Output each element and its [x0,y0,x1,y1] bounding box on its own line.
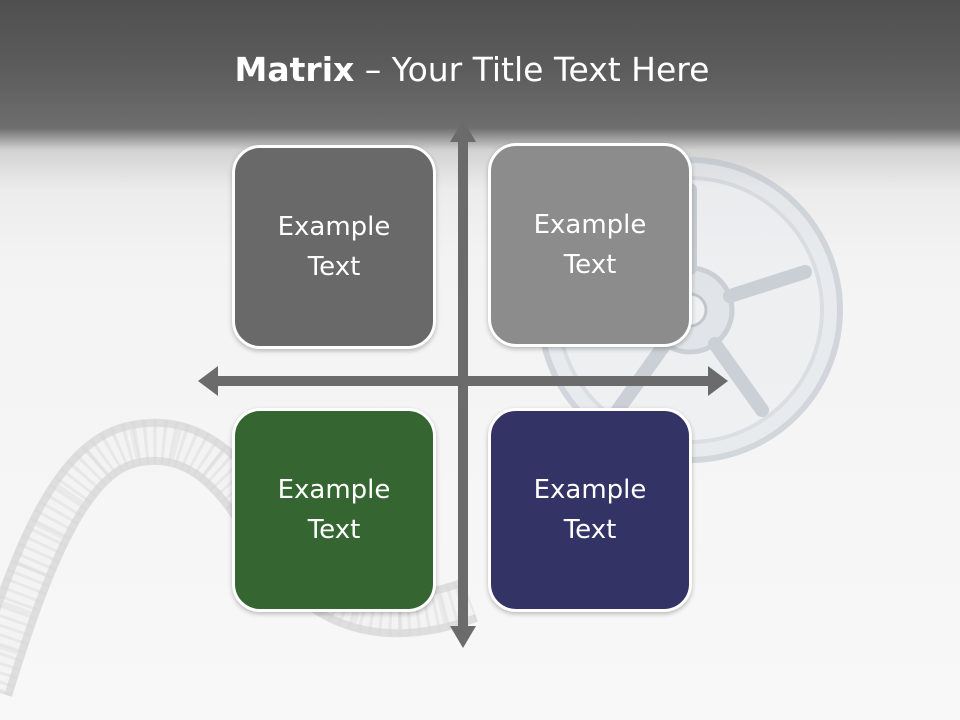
horizontal-axis-line [215,376,711,386]
header-bar: Matrix – Your Title Text Here [0,0,960,140]
quadrant-top-left-text: Example Text [277,212,391,282]
quadrant-bottom-right[interactable]: Example Text [488,408,692,612]
quadrant-bottom-left[interactable]: Example Text [232,408,436,612]
quadrant-top-left[interactable]: Example Text [232,145,436,349]
arrow-right-icon [708,366,728,396]
quadrant-bottom-left-text: Example Text [277,475,391,545]
title-rest: – Your Title Text Here [354,50,710,89]
quadrant-top-right[interactable]: Example Text [488,143,692,347]
quadrant-bottom-right-text: Example Text [533,475,647,545]
arrow-up-icon [450,120,476,142]
arrow-down-icon [450,626,476,648]
quadrant-top-right-text: Example Text [533,210,647,280]
title-bold: Matrix [234,50,355,89]
arrow-left-icon [198,366,218,396]
slide-title: Matrix – Your Title Text Here [0,48,944,92]
